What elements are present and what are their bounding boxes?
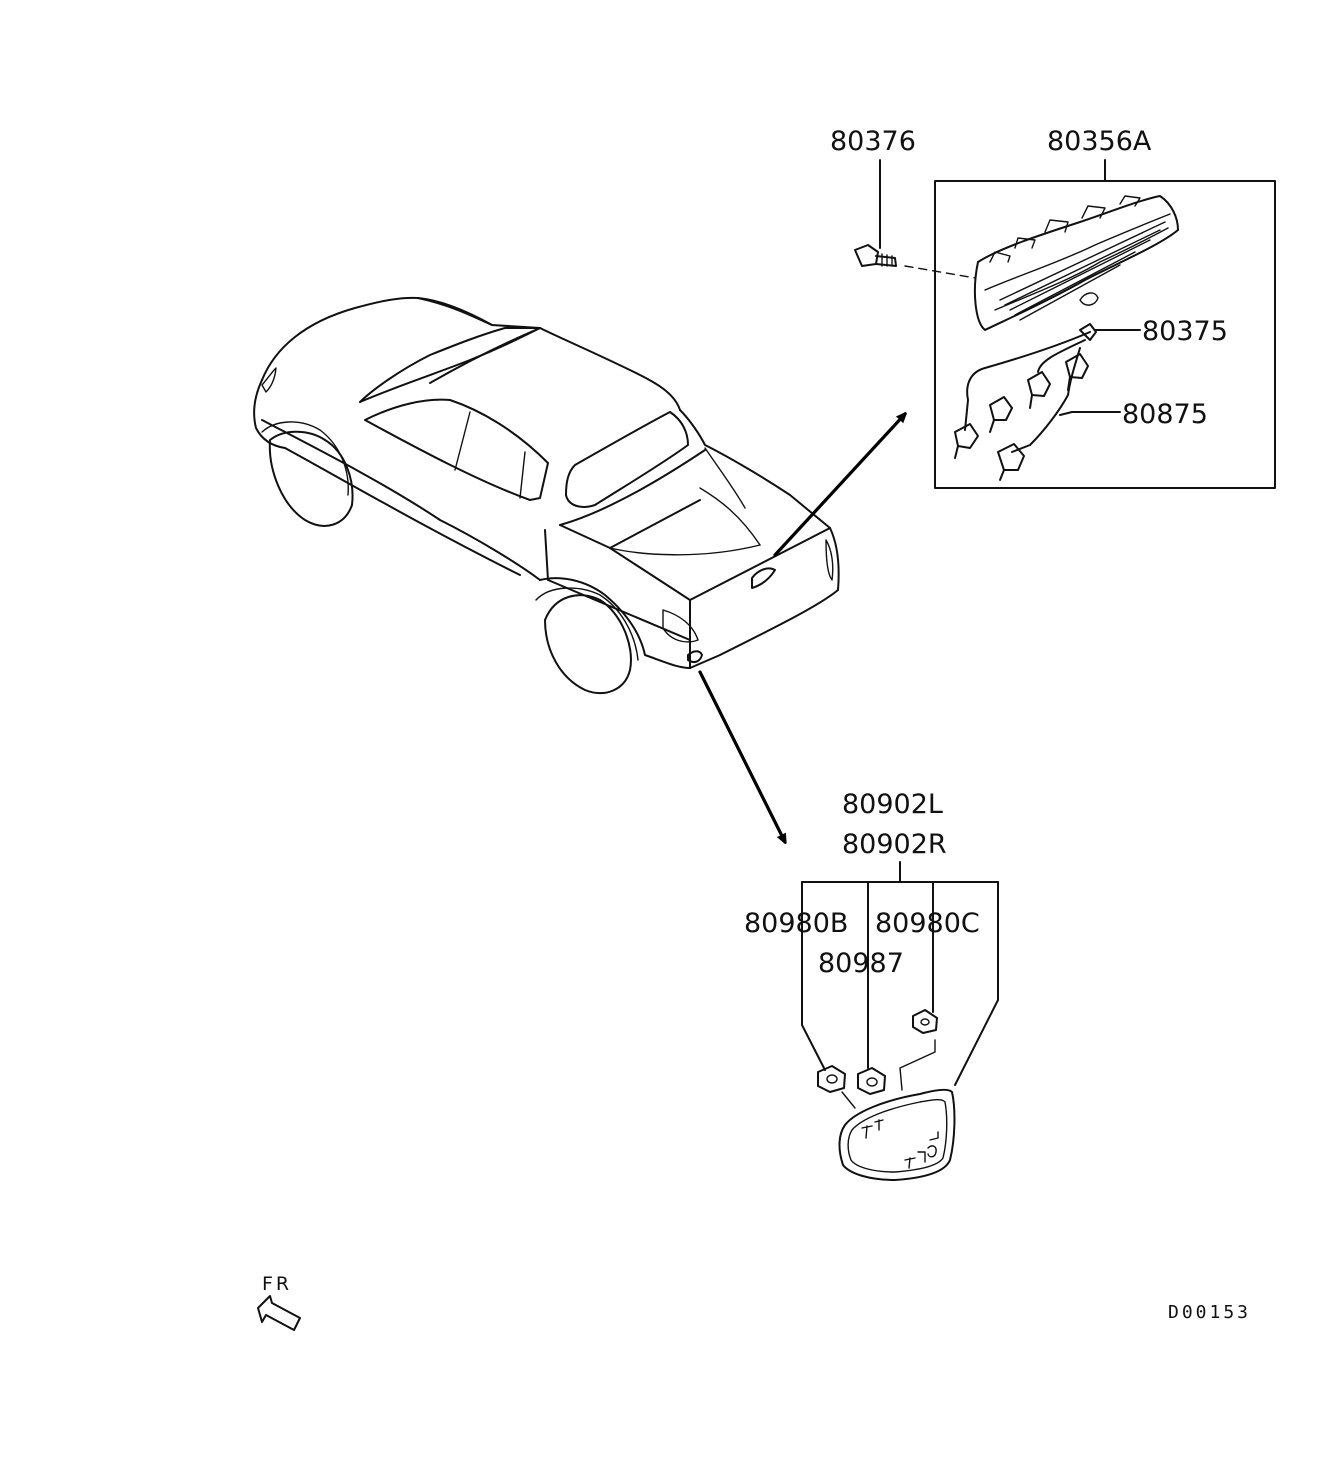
fr-label: FR xyxy=(262,1273,292,1295)
label-80376: 80376 xyxy=(830,126,916,157)
pickup-truck-illustration xyxy=(253,296,840,695)
high-mount-stop-lamp-assembly xyxy=(934,159,1276,489)
part-number-labels: 80376 80356A 80375 80875 80902L 80902R 8… xyxy=(744,126,1228,979)
label-80356A: 80356A xyxy=(1047,126,1152,157)
label-80875: 80875 xyxy=(1122,399,1208,430)
leader-80875 xyxy=(1059,411,1121,416)
arrow-to-high-mount-stop-lamp xyxy=(773,414,905,557)
pointer-arrows xyxy=(698,414,905,842)
label-80902R: 80902R xyxy=(842,829,947,860)
diagram-code: D00153 xyxy=(1168,1302,1251,1323)
front-direction-marker: FR xyxy=(257,1273,301,1331)
screw-80376 xyxy=(854,159,976,279)
label-80980B: 80980B xyxy=(744,908,848,939)
label-80987: 80987 xyxy=(818,948,904,979)
label-80902L: 80902L xyxy=(842,789,943,820)
front-arrow-icon xyxy=(257,1295,301,1331)
arrow-to-license-lamp xyxy=(698,670,785,842)
label-80980C: 80980C xyxy=(875,908,980,939)
label-80375: 80375 xyxy=(1142,316,1228,347)
license-plate-lamp-assembly xyxy=(801,861,999,1181)
